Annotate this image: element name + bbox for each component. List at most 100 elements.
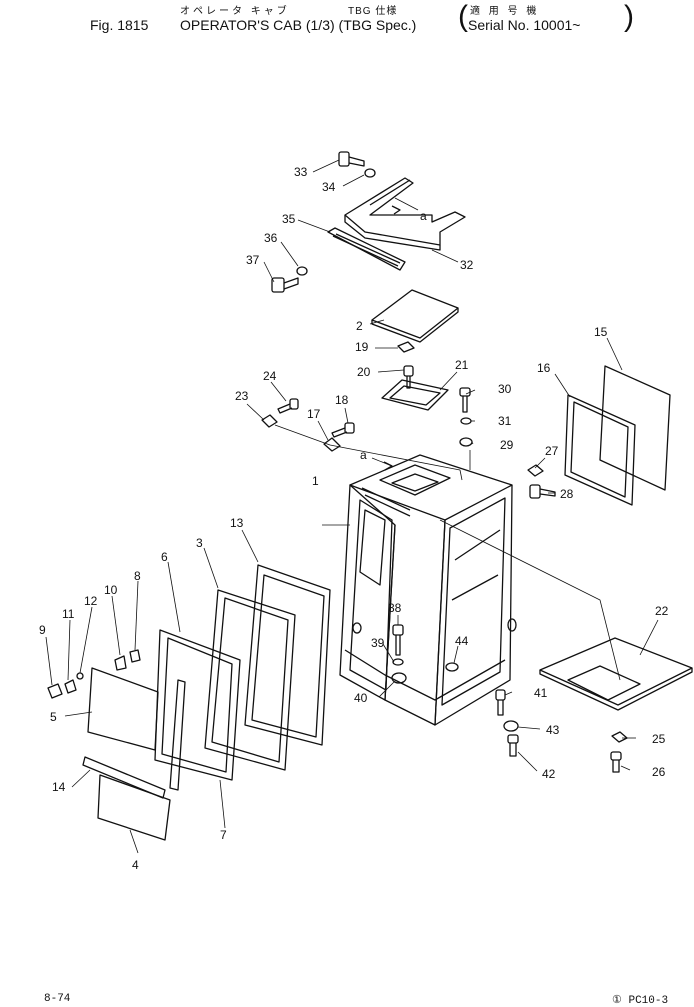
part-35-grille [327, 227, 406, 271]
callout-37: 37 [246, 253, 260, 267]
callout-35: 35 [282, 212, 296, 226]
part-15-glass [599, 365, 671, 491]
part-34-washer [364, 168, 376, 178]
callout-7: 7 [220, 828, 227, 842]
model-code: ① PC10-3 [612, 995, 669, 1007]
callout-26: 26 [652, 765, 666, 779]
callout-4: 4 [132, 858, 139, 872]
callout-8: 8 [134, 569, 141, 583]
callout-24: 24 [263, 369, 277, 383]
figure-title: OPERATOR'S CAB (1/3) (TBG Spec.) [180, 17, 417, 33]
part-30-bolt [459, 387, 471, 413]
callout-2: 2 [356, 319, 363, 333]
callout-40: 40 [354, 691, 368, 705]
part-26-bolt [610, 751, 622, 773]
callout-22: 22 [655, 604, 669, 618]
callout-28: 28 [560, 487, 574, 501]
callout-23: 23 [235, 389, 249, 403]
callout-17: 17 [307, 407, 321, 421]
jp-serial: 適 用 号 機 [470, 6, 540, 17]
part-32-top-bracket [344, 177, 466, 251]
reference-a-lines [274, 197, 621, 681]
callout-30: 30 [498, 382, 512, 396]
part-31-washer [460, 417, 472, 425]
callout-41: 41 [534, 686, 548, 700]
part-39-washer [392, 658, 404, 666]
part-16-gasket [564, 394, 636, 506]
part-8-catch [129, 649, 141, 663]
callout-34: 34 [322, 180, 336, 194]
callout-32: 32 [460, 258, 474, 272]
part-44-washer [445, 662, 459, 672]
part-12-ring [76, 672, 84, 680]
part-40-nut [391, 672, 407, 684]
part-28-bolt [529, 484, 556, 499]
part-25-clip [611, 731, 628, 743]
jp-spec: TBG 仕様 [348, 6, 398, 17]
part-11-pin [64, 679, 77, 694]
part-43-washer [503, 720, 519, 732]
part-18-bolt [331, 422, 355, 438]
callout-43: 43 [546, 723, 560, 737]
part-24-bolt [277, 398, 299, 414]
part-2-roof-plate [371, 289, 459, 343]
part-17-clip [323, 437, 341, 452]
part-13-glass [244, 564, 331, 746]
callout-13: 13 [230, 516, 244, 530]
callout-12: 12 [84, 594, 98, 608]
part-23-clip [261, 414, 278, 428]
jp-title: オペレータ キャブ [180, 6, 290, 17]
part-19-clip [397, 341, 415, 353]
reference-a-upper: a [420, 209, 427, 223]
part-22-floor-mat [539, 637, 693, 711]
callout-leaders [45, 159, 659, 854]
callout-14: 14 [52, 780, 66, 794]
part-3-gasket [204, 589, 296, 771]
callout-19: 19 [355, 340, 369, 354]
part-6-gasket [154, 629, 241, 781]
figure-number: Fig. 1815 [90, 17, 149, 33]
part-20-bolt [403, 365, 414, 389]
part-9-knob [47, 683, 63, 699]
part-33-bolt [338, 151, 365, 167]
part-27-clip [527, 464, 544, 477]
callout-33: 33 [294, 165, 308, 179]
callout-44: 44 [455, 634, 469, 648]
callout-3: 3 [196, 536, 203, 550]
serial-bracket-right: ) [624, 0, 634, 33]
part-1-cab-frame [339, 454, 517, 726]
part-29-nut [459, 437, 473, 447]
part-21-gasket [381, 379, 449, 411]
reference-arrow-lower [383, 461, 393, 471]
part-41-bolt [495, 689, 506, 716]
part-14-rail [82, 756, 166, 799]
callout-38: 38 [388, 601, 402, 615]
callout-42: 42 [542, 767, 556, 781]
callout-15: 15 [594, 325, 608, 339]
callout-20: 20 [357, 365, 371, 379]
callout-27: 27 [545, 444, 559, 458]
callout-36: 36 [264, 231, 278, 245]
callout-29: 29 [500, 438, 514, 452]
callout-6: 6 [161, 550, 168, 564]
reference-arrow-upper [391, 205, 401, 215]
serial-bracket-left: ( [458, 0, 468, 33]
reference-a-lower: a [360, 448, 367, 462]
callout-10: 10 [104, 583, 118, 597]
part-38-bolt [392, 624, 404, 656]
part-7-strip [169, 679, 186, 791]
callout-9: 9 [39, 623, 46, 637]
callout-18: 18 [335, 393, 349, 407]
callout-21: 21 [455, 358, 469, 372]
part-37-bolt [271, 277, 299, 293]
callout-31: 31 [498, 414, 512, 428]
part-10-latch [114, 655, 127, 671]
part-5-glass [87, 667, 159, 751]
part-4-glass [97, 774, 171, 841]
callout-11: 11 [62, 607, 75, 621]
callout-5: 5 [50, 710, 57, 724]
callout-1: 1 [312, 474, 319, 488]
serial-range: Serial No. 10001~ [468, 17, 581, 33]
part-42-bolt [507, 734, 519, 757]
